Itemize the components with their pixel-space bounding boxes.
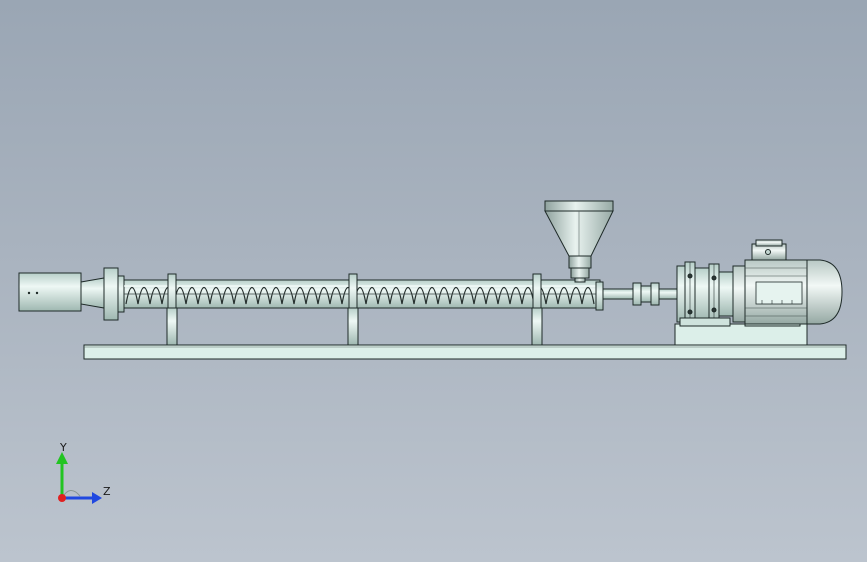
electric-motor: [732, 239, 843, 325]
barrel-supports: [166, 273, 543, 346]
support-leg: [531, 307, 543, 346]
support-leg: [166, 307, 178, 346]
shaft-collar: [640, 285, 652, 303]
end-housing: [18, 272, 82, 312]
motor-nameplate: [755, 281, 803, 305]
gear-reducer: [676, 261, 734, 327]
screw-flight: [125, 286, 595, 305]
y-axis-label: Y: [60, 441, 67, 454]
end-flange-ring: [117, 275, 125, 313]
z-axis-arrowhead: [92, 492, 102, 504]
drive-shaft: [658, 288, 678, 300]
drive-shaft: [602, 288, 634, 300]
motor-foot: [679, 317, 731, 327]
y-axis-arrowhead: [56, 452, 68, 464]
feed-hopper: [544, 200, 614, 283]
barrel-end-flange: [595, 281, 604, 311]
x-axis-origin: [58, 494, 66, 502]
shaft-collar: [650, 282, 660, 306]
z-axis-label: Z: [103, 485, 111, 498]
support-leg: [347, 307, 359, 346]
end-housing-taper: [80, 277, 105, 309]
end-housing-dot: [35, 291, 39, 295]
terminal-box-cap: [755, 239, 783, 247]
coordinate-triad: [56, 452, 102, 504]
motor-mount: [674, 323, 808, 346]
end-housing-dot: [27, 291, 31, 295]
base-plate: [83, 344, 847, 360]
shaft-collar: [632, 282, 642, 306]
end-flange: [103, 267, 119, 321]
